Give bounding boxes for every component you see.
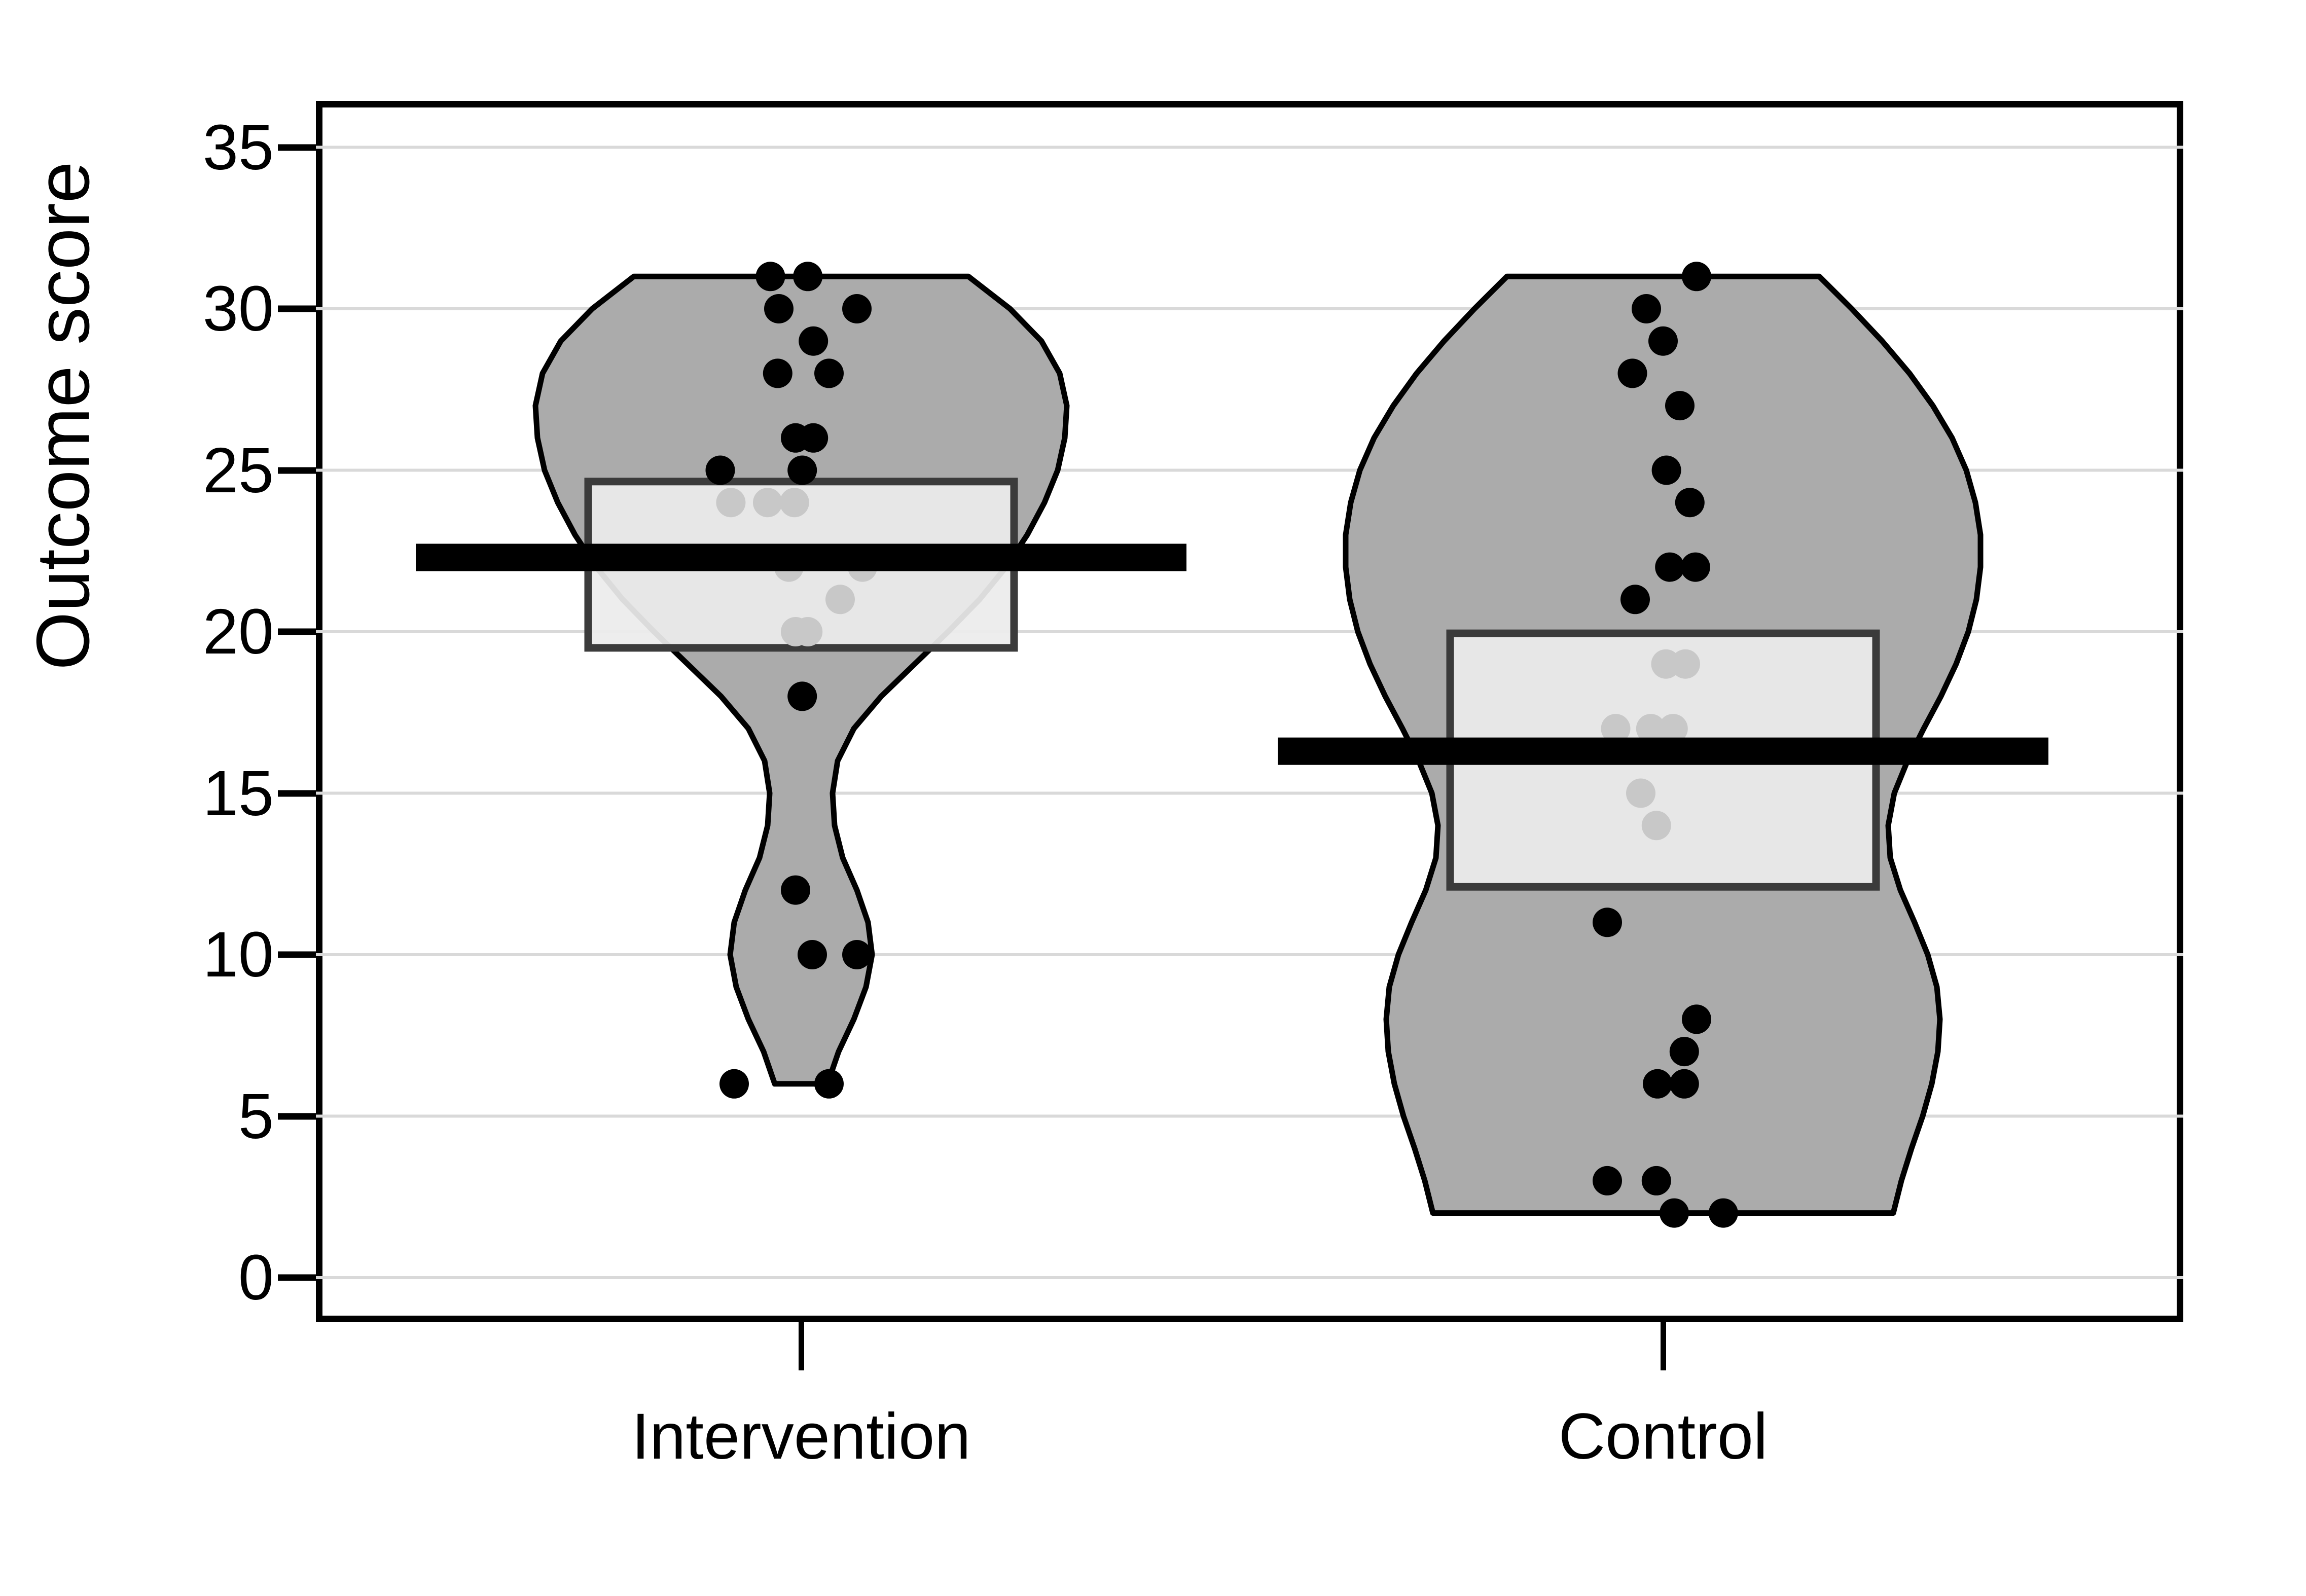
data-point	[1671, 649, 1700, 679]
data-point	[842, 940, 872, 969]
data-point	[755, 262, 785, 292]
data-point	[1636, 714, 1666, 744]
data-point	[787, 455, 817, 485]
x-tick-mark-intervention	[799, 1322, 804, 1370]
data-point	[1648, 326, 1678, 356]
data-point	[1658, 714, 1688, 744]
y-tick-label-0: 0	[238, 1242, 274, 1313]
data-point	[814, 358, 844, 388]
data-point	[716, 488, 746, 518]
data-point	[799, 423, 828, 453]
y-axis-tick-labels: 35 30 25 20 15 10 5 0	[122, 0, 274, 1596]
data-point	[781, 875, 810, 905]
data-point	[1669, 1037, 1699, 1067]
data-point	[793, 617, 823, 646]
data-point	[787, 681, 817, 711]
data-point	[1708, 1198, 1738, 1228]
data-point	[1593, 1166, 1622, 1195]
data-point	[779, 488, 809, 518]
data-point	[825, 585, 855, 614]
median-line-control	[1278, 737, 2048, 765]
data-point	[1601, 714, 1631, 744]
data-point	[1651, 455, 1681, 485]
data-point	[1643, 1069, 1672, 1099]
data-point	[814, 1069, 844, 1099]
y-tick-mark-35	[278, 144, 316, 151]
data-point	[1641, 1166, 1671, 1195]
data-point	[799, 326, 828, 356]
data-point	[1626, 778, 1655, 808]
data-point	[1617, 358, 1647, 388]
y-tick-label-10: 10	[202, 919, 274, 990]
y-axis-tick-marks	[278, 0, 318, 1596]
y-tick-label-35: 35	[202, 111, 274, 183]
data-point	[1682, 262, 1711, 292]
data-point	[1641, 811, 1671, 841]
x-tick-label-intervention: Intervention	[631, 1400, 971, 1473]
median-line-intervention	[416, 543, 1186, 571]
data-point	[753, 488, 782, 518]
points-intervention	[705, 262, 877, 1099]
data-point	[1620, 585, 1650, 614]
data-point	[1665, 391, 1695, 421]
data-point	[842, 294, 872, 323]
y-tick-label-25: 25	[202, 434, 274, 506]
y-tick-mark-10	[278, 951, 316, 958]
y-axis-label: Outcome score	[21, 161, 105, 670]
data-point	[1675, 488, 1705, 518]
y-tick-mark-5	[278, 1113, 316, 1119]
y-tick-mark-0	[278, 1274, 316, 1281]
data-point	[1682, 1004, 1711, 1034]
y-tick-mark-25	[278, 467, 316, 474]
data-point	[1680, 552, 1710, 582]
data-point	[763, 358, 792, 388]
y-tick-mark-15	[278, 790, 316, 796]
y-tick-mark-30	[278, 305, 316, 312]
plot-canvas	[316, 146, 2183, 1279]
x-tick-mark-control	[1661, 1322, 1666, 1370]
y-tick-label-5: 5	[238, 1080, 274, 1152]
y-tick-mark-20	[278, 628, 316, 635]
points-control	[1593, 262, 1738, 1228]
data-point	[1632, 294, 1661, 323]
data-point	[764, 294, 794, 323]
data-point	[1593, 908, 1622, 937]
y-tick-label-20: 20	[202, 596, 274, 667]
data-point	[719, 1069, 749, 1099]
data-point	[705, 455, 735, 485]
data-point	[1655, 552, 1685, 582]
data-point	[793, 262, 823, 292]
y-tick-label-15: 15	[202, 757, 274, 829]
data-point	[798, 940, 827, 969]
x-tick-label-control: Control	[1558, 1400, 1768, 1473]
data-point	[1660, 1198, 1689, 1228]
data-point	[1669, 1069, 1699, 1099]
y-tick-label-30: 30	[202, 273, 274, 344]
